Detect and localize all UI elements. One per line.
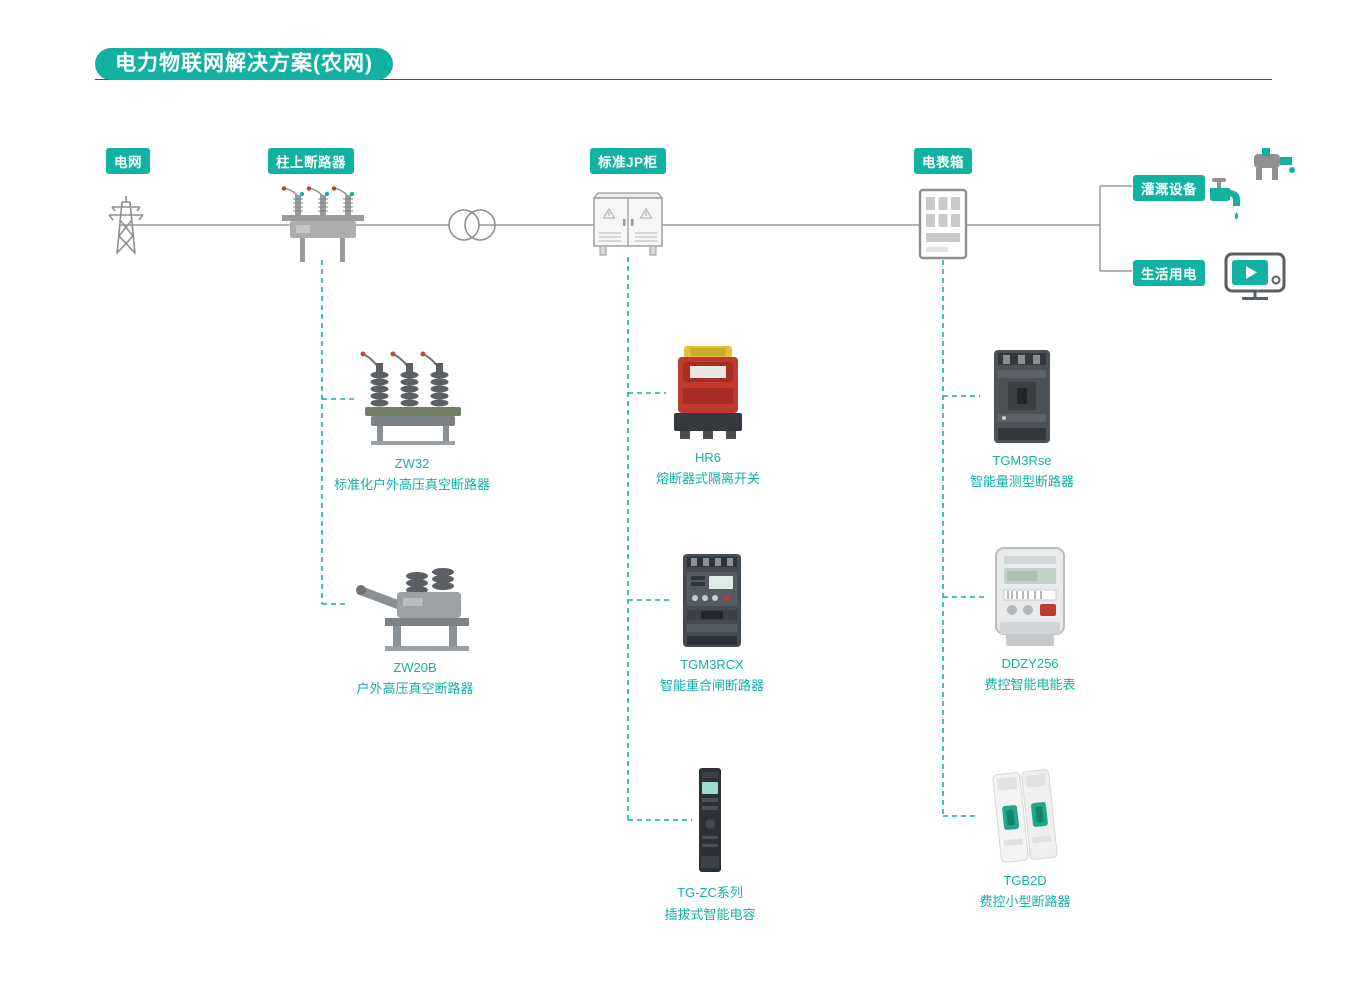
node-label-irrigation: 灌溉设备	[1133, 175, 1205, 201]
page-title: 电力物联网解决方案(农网)	[95, 48, 393, 80]
tgzc-product-image	[694, 766, 726, 874]
product-desc: 户外高压真空断路器	[356, 681, 474, 696]
transmission-tower-icon	[106, 194, 146, 256]
monitor-play-icon	[1224, 252, 1286, 302]
tgm3rcx-product-image	[671, 552, 753, 649]
product-model: HR6	[694, 450, 721, 465]
faucet-sprinkler-icon	[1206, 148, 1296, 220]
product-card-tgm3rcx: TGM3RCX 智能重合闸断路器	[632, 552, 792, 694]
product-desc: 费控小型断路器	[979, 894, 1071, 909]
header-rule	[95, 79, 1272, 80]
transformer-coils-icon	[446, 206, 498, 244]
product-desc: 标准化户外高压真空断路器	[333, 477, 490, 492]
product-card-hr6: HR6 熔断器式隔离开关	[628, 344, 788, 487]
hr6-product-image	[668, 344, 748, 442]
node-label-jp-cabinet: 标准JP柜	[590, 148, 666, 174]
product-desc: 智能量测型断路器	[969, 474, 1074, 489]
product-model: DDZY256	[1001, 656, 1059, 671]
ddzy256-product-image	[986, 546, 1074, 648]
node-label-pole-breaker: 柱上断路器	[268, 148, 354, 174]
product-model: TGM3RCX	[680, 657, 744, 672]
product-desc: 插拔式智能电容	[664, 907, 756, 922]
product-card-ddzy256: DDZY256 费控智能电能表	[950, 546, 1110, 693]
meter-box-icon	[918, 188, 968, 260]
product-model: TGM3Rse	[992, 453, 1052, 468]
product-desc: 费控智能电能表	[984, 677, 1076, 692]
product-desc: 智能重合闸断路器	[659, 678, 764, 693]
distribution-cabinet-icon	[589, 189, 667, 257]
product-card-tgzc: TG-ZC系列 插拔式智能电容	[630, 766, 790, 923]
product-desc: 熔断器式隔离开关	[655, 471, 760, 486]
tgb2d-product-image	[981, 768, 1069, 865]
product-model: TG-ZC系列	[677, 885, 743, 900]
product-card-tgm3rse: TGM3Rse 智能量测型断路器	[942, 348, 1102, 490]
product-card-zw20b: ZW20B 户外高压真空断路器	[335, 560, 495, 697]
zw32-product-image	[357, 350, 467, 448]
node-label-grid: 电网	[106, 148, 150, 174]
product-card-tgb2d: TGB2D 费控小型断路器	[945, 768, 1105, 910]
node-label-domestic: 生活用电	[1133, 260, 1205, 286]
product-model: ZW20B	[393, 660, 437, 675]
product-card-zw32: ZW32 标准化户外高压真空断路器	[332, 350, 492, 493]
product-model: ZW32	[394, 456, 430, 471]
pole-mounted-breaker-icon	[278, 186, 368, 262]
product-model: TGB2D	[1003, 873, 1047, 888]
tgm3rse-product-image	[982, 348, 1062, 445]
zw20b-product-image	[351, 560, 479, 652]
node-label-meter-box: 电表箱	[914, 148, 972, 174]
